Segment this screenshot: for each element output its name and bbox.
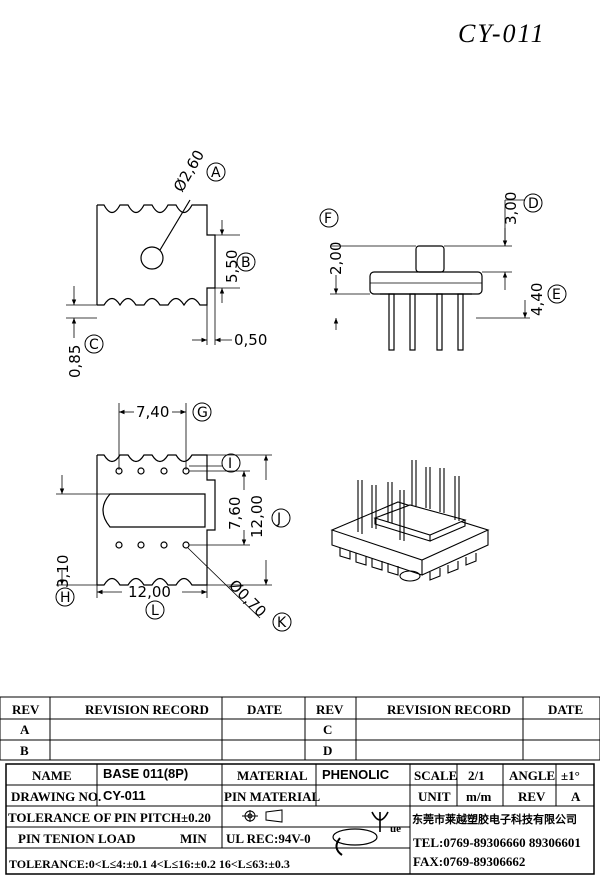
- revision-table: [0, 696, 600, 761]
- dim-12-00-horizontal: 12,00: [128, 583, 171, 601]
- fax: FAX:0769-89306662: [413, 854, 525, 869]
- record-header-right: REVISION RECORD: [387, 702, 511, 717]
- rev-header-right: REV: [316, 702, 344, 717]
- dim-0-50: 0,50: [234, 331, 267, 349]
- top-view-outline: [96, 204, 216, 307]
- rev-row-c: C: [323, 722, 332, 737]
- rev-row-a: A: [20, 722, 30, 737]
- company-logo: [332, 811, 389, 856]
- material-value: PHENOLIC: [322, 767, 390, 782]
- dim-diameter-2-60: Ø2,60: [170, 147, 208, 195]
- side-view: [319, 193, 567, 351]
- date-header-right: DATE: [548, 702, 583, 717]
- material-label: MATERIAL: [237, 768, 308, 783]
- unit-value: m/m: [466, 789, 491, 804]
- tag-b: B: [241, 255, 251, 271]
- min-label: MIN: [180, 831, 207, 846]
- tag-g: G: [197, 405, 208, 421]
- dim-0-85: 0,85: [66, 345, 84, 378]
- rev-value: A: [571, 789, 581, 804]
- tag-c: C: [89, 337, 99, 353]
- dim-5-50: 5,50: [223, 250, 241, 283]
- title-block: [5, 763, 595, 875]
- scale-value: 2/1: [468, 768, 485, 783]
- rev-header-left: REV: [12, 702, 40, 717]
- dim-7-40: 7,40: [136, 403, 169, 421]
- bottom-view: [55, 402, 292, 632]
- top-view-pin-hole: [140, 246, 164, 270]
- dim-7-60: 7,60: [226, 497, 244, 530]
- ul-rec: UL REC:94V-0: [226, 831, 311, 846]
- tag-h: H: [60, 590, 71, 606]
- dim-2-00: 2,00: [327, 242, 345, 275]
- angle-value: ±1°: [561, 768, 580, 783]
- dim-4-40: 4,40: [528, 283, 546, 316]
- drawing-no-label: DRAWING NO.: [11, 789, 101, 804]
- projection-symbol: [242, 809, 283, 823]
- dim-3-00: 3,00: [502, 192, 520, 225]
- name-value: BASE 011(8P): [103, 766, 188, 781]
- tag-j: J: [276, 511, 281, 527]
- rev-row-d: D: [323, 743, 332, 758]
- date-header-left: DATE: [247, 702, 282, 717]
- dim-12-00-vertical: 12,00: [248, 495, 266, 538]
- top-view: [66, 162, 256, 354]
- tag-i: I: [228, 456, 232, 472]
- bottom-view-slot: [102, 493, 206, 528]
- scale-label: SCALE: [414, 768, 457, 783]
- pin-material-label: PIN MATERIAL: [224, 789, 321, 804]
- logo-text: ue: [390, 823, 401, 835]
- tolerance-pitch: TOLERANCE OF PIN PITCH±0.20: [8, 810, 211, 825]
- tel: TEL:0769-89306660 89306601: [413, 835, 581, 850]
- tag-e: E: [552, 287, 561, 303]
- drawing-title: CY-011: [458, 19, 546, 48]
- record-header-left: REVISION RECORD: [85, 702, 209, 717]
- pin-tenion-label: PIN TENION LOAD: [18, 831, 136, 846]
- tag-k: K: [277, 615, 287, 631]
- company-name: 东莞市莱越塑胶电子科技有限公司: [412, 812, 577, 826]
- dim-diameter-0-70: Ø0,70: [225, 576, 270, 621]
- tag-l: L: [151, 603, 159, 619]
- tag-a: A: [211, 165, 221, 181]
- unit-label: UNIT: [418, 789, 451, 804]
- rev-label: REV: [518, 789, 546, 804]
- dim-3-10: 3,10: [54, 555, 72, 588]
- drawing-no-value: CY-011: [103, 788, 146, 803]
- tolerance-line: TOLERANCE:0<L≤4:±0.1 4<L≤16:±0.2 16<L≤63…: [9, 857, 290, 871]
- angle-label: ANGLE: [509, 768, 555, 783]
- rev-row-b: B: [20, 743, 29, 758]
- tag-d: D: [528, 196, 539, 212]
- isometric-view: [330, 460, 490, 582]
- tag-f: F: [324, 211, 332, 227]
- name-label: NAME: [32, 768, 72, 783]
